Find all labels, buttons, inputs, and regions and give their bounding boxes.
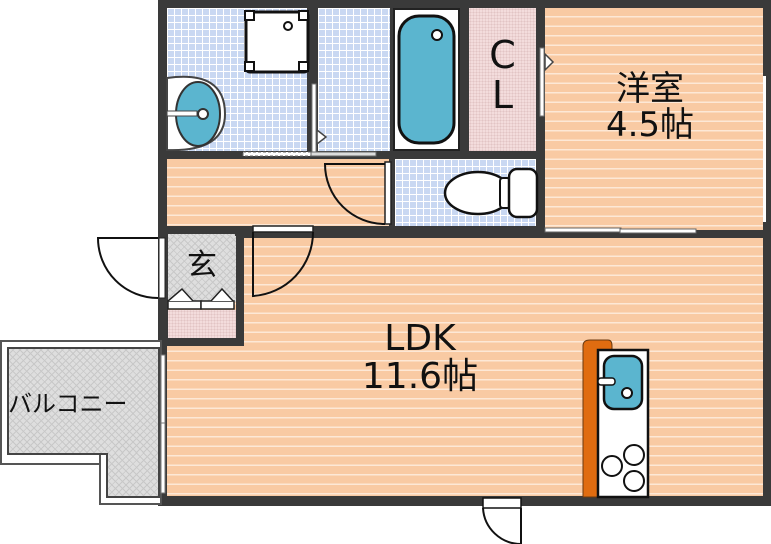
western-room-size: 4.5帖 — [605, 104, 695, 145]
entrance-door — [96, 237, 166, 299]
closet-label: C L — [469, 33, 536, 117]
bathtub-icon — [397, 14, 456, 145]
western-room-label: 洋室 4.5帖 — [560, 69, 740, 145]
closet-label-line2: L — [491, 72, 514, 117]
closet — [469, 8, 536, 151]
balcony — [7, 347, 160, 455]
gas-stove-icon — [601, 444, 645, 492]
ldk-door — [252, 225, 315, 298]
closet-label-line1: C — [489, 33, 516, 77]
ldk-room — [167, 238, 763, 496]
bathroom-floor — [318, 8, 390, 151]
washing-machine-icon — [244, 10, 310, 74]
entrance-name: 玄 — [187, 248, 217, 283]
toilet-icon — [443, 167, 539, 219]
entrance-label: 玄 — [168, 250, 236, 282]
bottom-door — [482, 497, 522, 544]
ldk-size: 11.6帖 — [361, 355, 479, 397]
washbasin-icon — [166, 75, 227, 152]
balcony-name: バルコニー — [8, 390, 128, 418]
western-room — [545, 8, 763, 230]
shoebox-icon — [167, 287, 235, 310]
ldk-label: LDK 11.6帖 — [320, 320, 520, 396]
balcony-lower — [106, 453, 160, 498]
ldk-name: LDK — [384, 318, 456, 359]
western-room-name: 洋室 — [616, 69, 684, 109]
balcony-label: バルコニー — [8, 390, 160, 418]
toilet-door — [323, 161, 392, 225]
entrance-shoebox — [168, 310, 236, 338]
